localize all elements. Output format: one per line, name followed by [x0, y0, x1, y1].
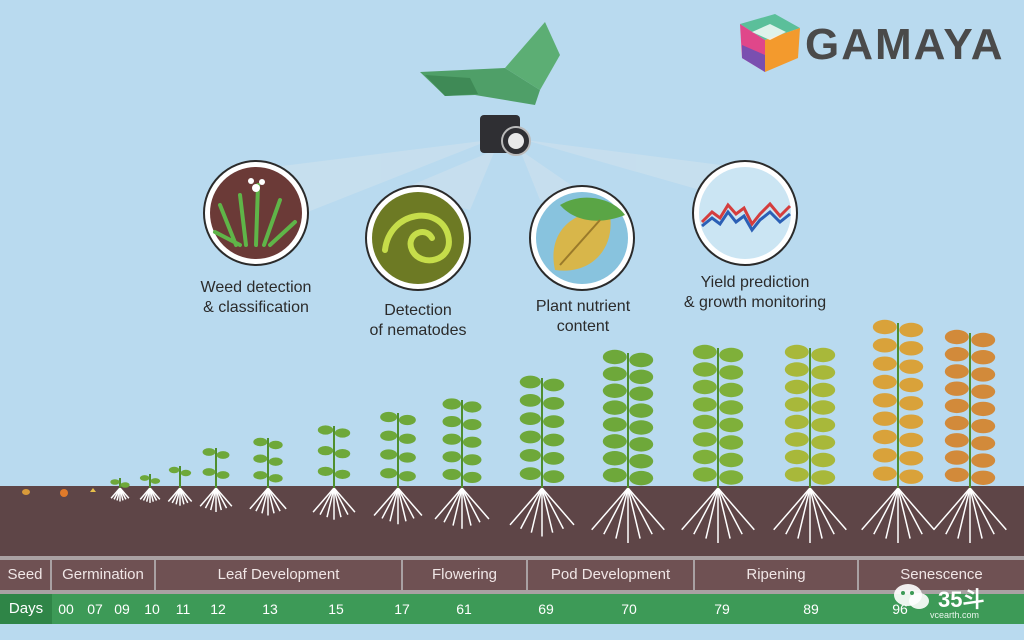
watermark: 35斗 vcearth.com [890, 578, 1020, 624]
yield-caption: Yield prediction & growth monitoring [660, 273, 850, 313]
nematode-caption-line1: Detection [384, 302, 452, 319]
graph-icon [692, 160, 798, 266]
day-value: 13 [262, 601, 278, 617]
stage-ripening: Ripening [695, 560, 857, 590]
plant [861, 319, 935, 543]
plant [434, 398, 490, 529]
day-value: 11 [175, 601, 191, 617]
weed-caption-line1: Weed detection [200, 279, 312, 296]
plant [199, 448, 233, 512]
day-value: 61 [456, 601, 472, 617]
growth-stage-row: Seed Germination Leaf Development Flower… [0, 560, 1024, 592]
weed-icon [203, 160, 309, 266]
nutrient-caption: Plant nutrient content [498, 297, 668, 337]
plant [591, 349, 665, 543]
stage-germination: Germination [52, 560, 154, 590]
brand-logo-text: GAMAYA [805, 20, 1005, 69]
weed-caption-line2: & classification [203, 299, 309, 316]
gamaya-logo-icon [740, 14, 800, 72]
plant [139, 474, 161, 503]
day-value: 70 [621, 601, 637, 617]
seed-row [22, 488, 96, 497]
plant [312, 425, 356, 520]
days-row: Days 00 07 09 10 11 12 13 15 17 61 69 70… [0, 594, 1024, 624]
day-value: 10 [144, 601, 160, 617]
plant [249, 437, 287, 516]
chat-bubble-icon [894, 584, 929, 609]
nutrient-caption-line1: Plant nutrient [535, 298, 631, 315]
day-value: 00 [58, 601, 74, 617]
plant [110, 478, 130, 502]
stage-senescence: Senescence [859, 560, 1024, 590]
stage-leaf-development: Leaf Development [156, 560, 401, 590]
plant [509, 375, 575, 537]
stage-flowering: Flowering [403, 560, 526, 590]
yield-caption-line2: & growth monitoring [683, 294, 827, 311]
day-value: 12 [210, 601, 226, 617]
nematode-icon [365, 185, 471, 291]
watermark-text: 35斗 [938, 587, 985, 612]
plant-growth-sequence [110, 319, 1007, 543]
plant [167, 466, 193, 506]
days-label: Days [0, 594, 52, 624]
plant [773, 344, 847, 543]
plant [373, 411, 423, 525]
day-value: 89 [803, 601, 819, 617]
drone-icon [420, 22, 560, 156]
weed-caption: Weed detection & classification [176, 278, 336, 318]
nematode-caption: Detection of nematodes [338, 301, 498, 341]
day-value: 17 [394, 601, 410, 617]
stage-pod-development: Pod Development [528, 560, 693, 590]
yield-caption-line1: Yield prediction [700, 274, 810, 291]
leaf-icon [529, 185, 635, 291]
watermark-url: vcearth.com [930, 610, 980, 620]
day-value: 79 [714, 601, 730, 617]
plant [681, 344, 755, 543]
stage-seed: Seed [0, 560, 50, 590]
day-value: 15 [328, 601, 344, 617]
day-value: 09 [114, 601, 130, 617]
day-value: 69 [538, 601, 554, 617]
plant [933, 329, 1007, 543]
nematode-caption-line2: of nematodes [369, 322, 467, 339]
nutrient-caption-line2: content [556, 318, 610, 335]
day-value: 07 [87, 601, 103, 617]
